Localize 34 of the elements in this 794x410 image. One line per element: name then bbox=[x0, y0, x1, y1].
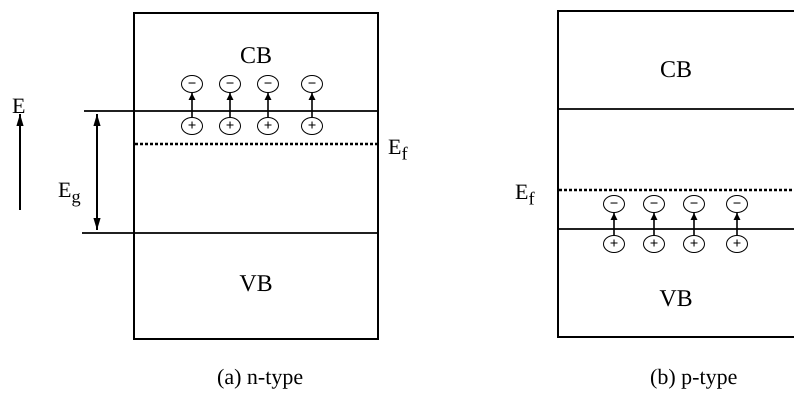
panel-caption: (a) n-type bbox=[217, 365, 304, 389]
arrow bbox=[308, 93, 316, 117]
charge-circle: − bbox=[683, 195, 705, 213]
charge-circle: − bbox=[726, 195, 748, 213]
band-label: VB bbox=[239, 272, 273, 296]
charge-circle: + bbox=[726, 235, 748, 253]
charge-circle: − bbox=[181, 75, 203, 93]
panel-caption: (b) p-type bbox=[650, 365, 738, 389]
charge-circle: + bbox=[301, 117, 323, 135]
charge-circle: + bbox=[257, 117, 279, 135]
axis-label: E bbox=[12, 94, 26, 118]
band-gap-label: E$_{g}$ bbox=[58, 178, 81, 208]
charge-circle: + bbox=[683, 235, 705, 253]
arrow bbox=[690, 213, 698, 235]
charge-circle: − bbox=[643, 195, 665, 213]
arrow bbox=[650, 213, 658, 235]
arrow bbox=[188, 93, 196, 117]
charge-circle: − bbox=[257, 75, 279, 93]
charge-circle: + bbox=[603, 235, 625, 253]
fermi-level-label: E$_{f}$ bbox=[388, 135, 408, 166]
band-label: CB bbox=[240, 44, 272, 68]
charge-circle: + bbox=[643, 235, 665, 253]
arrow bbox=[610, 213, 618, 235]
band-label: CB bbox=[660, 58, 692, 82]
charge-circle: − bbox=[219, 75, 241, 93]
charge-circle: − bbox=[301, 75, 323, 93]
fermi-level-label: E$_{f}$ bbox=[515, 180, 535, 210]
arrow bbox=[226, 93, 234, 117]
arrow bbox=[264, 93, 272, 117]
band-label: VB bbox=[659, 287, 693, 311]
charge-circle: + bbox=[181, 117, 203, 135]
arrow bbox=[734, 213, 740, 235]
charge-circle: − bbox=[603, 195, 625, 213]
charge-circle: + bbox=[219, 117, 241, 135]
